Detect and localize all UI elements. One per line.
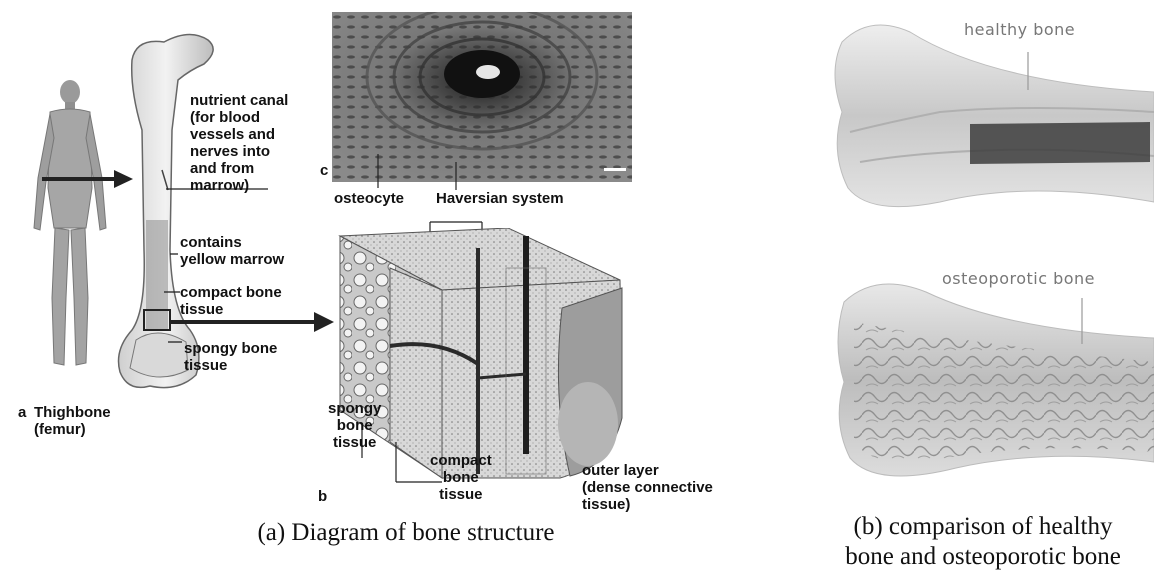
panel-letter-a: a [18, 404, 26, 421]
label-healthy-bone: healthy bone [964, 21, 1075, 38]
arrow-femur-to-block [168, 310, 336, 340]
femur-caption: Thighbone (femur) [34, 404, 111, 438]
label-haversian-system: Haversian system [436, 190, 564, 207]
label-outer-layer: outer layer (dense connective tissue) [582, 462, 713, 513]
healthy-bone-image [830, 12, 1154, 220]
label-osteoporotic-bone: osteoporotic bone [942, 270, 1095, 287]
panel-letter-b: b [318, 488, 327, 505]
caption-figure-b: (b) comparison of healthy bone and osteo… [812, 512, 1154, 572]
label-osteocyte: osteocyte [334, 190, 404, 207]
panel-letter-c: c [320, 162, 328, 179]
osteoporotic-bone-image [836, 262, 1154, 498]
caption-figure-a: (a) Diagram of bone structure [196, 518, 616, 548]
label-compact-bone-tissue-block: compact bone tissue [430, 452, 492, 503]
label-spongy-bone-tissue-femur: spongy bone tissue [184, 340, 277, 374]
human-figure-illustration [28, 78, 108, 373]
label-spongy-bone-tissue-block: spongy bone tissue [328, 400, 381, 451]
label-nutrient-canal: nutrient canal (for blood vessels and ne… [190, 92, 288, 194]
label-yellow-marrow: contains yellow marrow [180, 234, 284, 268]
